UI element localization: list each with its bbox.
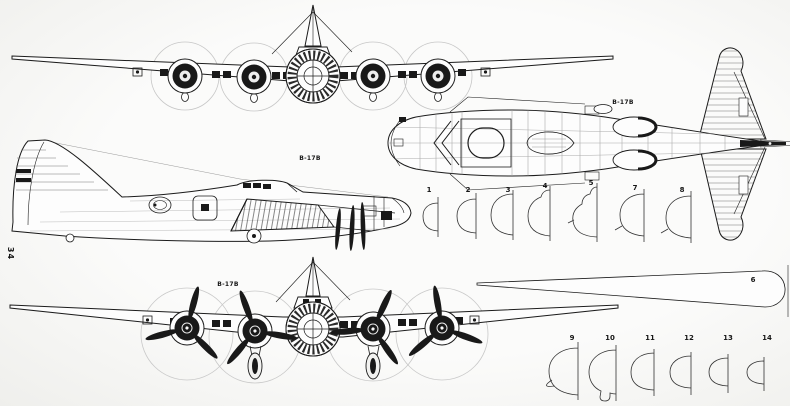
fuselage-sections-row2 — [546, 342, 765, 402]
propeller-blades — [335, 202, 366, 251]
plan-view-label: B-17B — [612, 99, 634, 106]
section-number-11: 11 — [645, 334, 655, 342]
section-curve-14 — [746, 357, 765, 391]
wing-insignia — [132, 67, 491, 77]
section-curve-3 — [490, 190, 514, 240]
page-number: 34 — [6, 246, 16, 261]
section-number-1: 1 — [426, 186, 432, 194]
side-view — [11, 139, 412, 251]
section-curve-11 — [630, 349, 655, 396]
section-number-13: 13 — [723, 334, 733, 342]
section-number-9: 9 — [569, 334, 575, 342]
wing-insignia — [142, 315, 480, 325]
nose-window — [381, 211, 392, 220]
rudder-stripes — [16, 169, 31, 182]
section-number-7: 7 — [632, 184, 638, 192]
cockpit-windows — [243, 183, 271, 189]
section-curve-4 — [527, 186, 551, 241]
section-curve-9 — [546, 342, 579, 400]
section-curve-1 — [422, 197, 439, 237]
wing-root-stubs — [449, 96, 600, 191]
antenna-wire — [45, 140, 241, 180]
section-curve-5 — [567, 183, 598, 242]
astrodome — [593, 104, 613, 114]
fuselage-sections-row1 — [422, 183, 692, 243]
section-curve-8 — [660, 191, 692, 243]
antenna-wires — [275, 257, 351, 303]
entry-door — [192, 195, 218, 221]
section-number-8: 8 — [679, 186, 685, 194]
front-view-top — [11, 4, 614, 112]
section-curve-7 — [614, 189, 645, 242]
cockpit-hatch — [433, 118, 512, 168]
horizontal-stabilizer — [699, 47, 767, 241]
section-number-5: 5 — [588, 179, 594, 187]
section-curve-10 — [588, 345, 617, 402]
radio-hatch — [526, 131, 575, 155]
main-wheel — [246, 228, 262, 244]
antenna-wires — [271, 5, 353, 55]
fuselage-stringers — [29, 198, 401, 232]
fuselage-front — [286, 49, 340, 103]
section-number-2: 2 — [465, 186, 471, 194]
side-view-label: B-17B — [299, 155, 321, 162]
section-curve-2 — [456, 193, 477, 239]
wing-profile — [476, 265, 789, 317]
section-curve-13 — [708, 354, 729, 393]
section-number-4: 4 — [542, 182, 548, 190]
section-number-10: 10 — [605, 334, 615, 342]
fuselage-front — [286, 302, 340, 356]
landing-gear — [247, 345, 381, 380]
section-curve-12 — [669, 352, 692, 395]
tail-cone — [740, 139, 790, 148]
nose-details — [390, 117, 406, 167]
section-number-12: 12 — [684, 334, 694, 342]
front-view-label: B-17B — [217, 281, 239, 288]
section-number-14: 14 — [762, 334, 772, 342]
gun-blisters — [612, 116, 658, 171]
engine-intakes — [181, 92, 442, 103]
rudder-hinge — [27, 141, 45, 226]
front-view-bottom — [9, 256, 619, 384]
plan-view — [387, 47, 790, 241]
section-number-3: 3 — [505, 186, 511, 194]
tail-wheel — [65, 233, 75, 243]
waist-window — [148, 196, 172, 214]
section-number-6-wing-profile: 6 — [750, 276, 756, 284]
